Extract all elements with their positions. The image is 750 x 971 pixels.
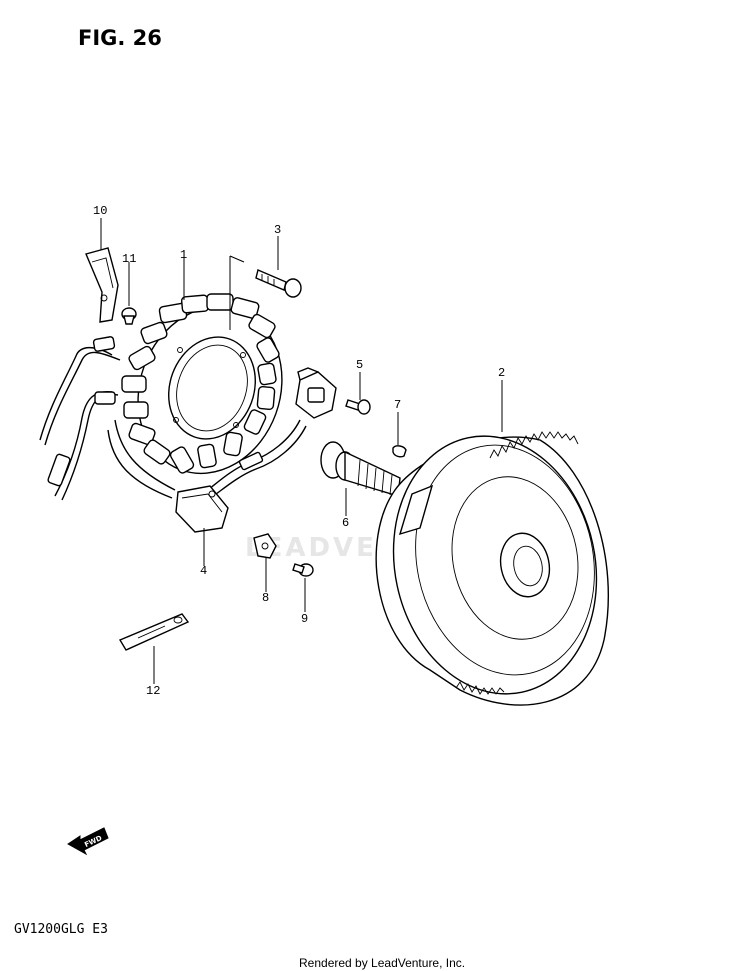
wire-strap-part[interactable] [118, 613, 190, 651]
fwd-label: FWD [83, 834, 103, 849]
callout-5: 5 [356, 358, 363, 372]
pickup-coil-part[interactable] [175, 485, 229, 533]
sensor-screw-part[interactable] [345, 399, 371, 415]
woodruff-key-part[interactable] [392, 445, 407, 458]
callout-2: 2 [498, 366, 505, 380]
model-code: GV1200GLG E3 [14, 922, 108, 937]
leader-lines [100, 218, 503, 684]
clamp-screw-part[interactable] [121, 307, 137, 325]
callout-1: 1 [180, 248, 187, 262]
figure-title: FIG. 26 [78, 26, 162, 50]
callout-7: 7 [394, 398, 401, 412]
rotor-flywheel-part[interactable] [370, 417, 620, 713]
callout-4: 4 [200, 564, 207, 578]
stator-bolt-part[interactable] [255, 269, 302, 298]
callout-3: 3 [274, 223, 281, 237]
callout-6: 6 [342, 516, 349, 530]
wire-harness [39, 336, 307, 501]
stator-coil-part[interactable] [115, 286, 305, 494]
callout-11: 11 [122, 252, 136, 266]
callout-12: 12 [146, 684, 160, 698]
callout-8: 8 [262, 591, 269, 605]
credit-line: Rendered by LeadVenture, Inc. [299, 956, 465, 970]
callout-10: 10 [93, 204, 107, 218]
fwd-arrow-icon: FWD [67, 827, 109, 856]
rotor-bolt-part[interactable] [320, 441, 401, 497]
wire-clamp-part[interactable] [85, 247, 119, 323]
wire-clip-part[interactable] [253, 533, 277, 559]
clip-screw-part[interactable] [292, 563, 314, 577]
gear-position-sensor-part[interactable] [295, 367, 337, 419]
callout-9: 9 [301, 612, 308, 626]
